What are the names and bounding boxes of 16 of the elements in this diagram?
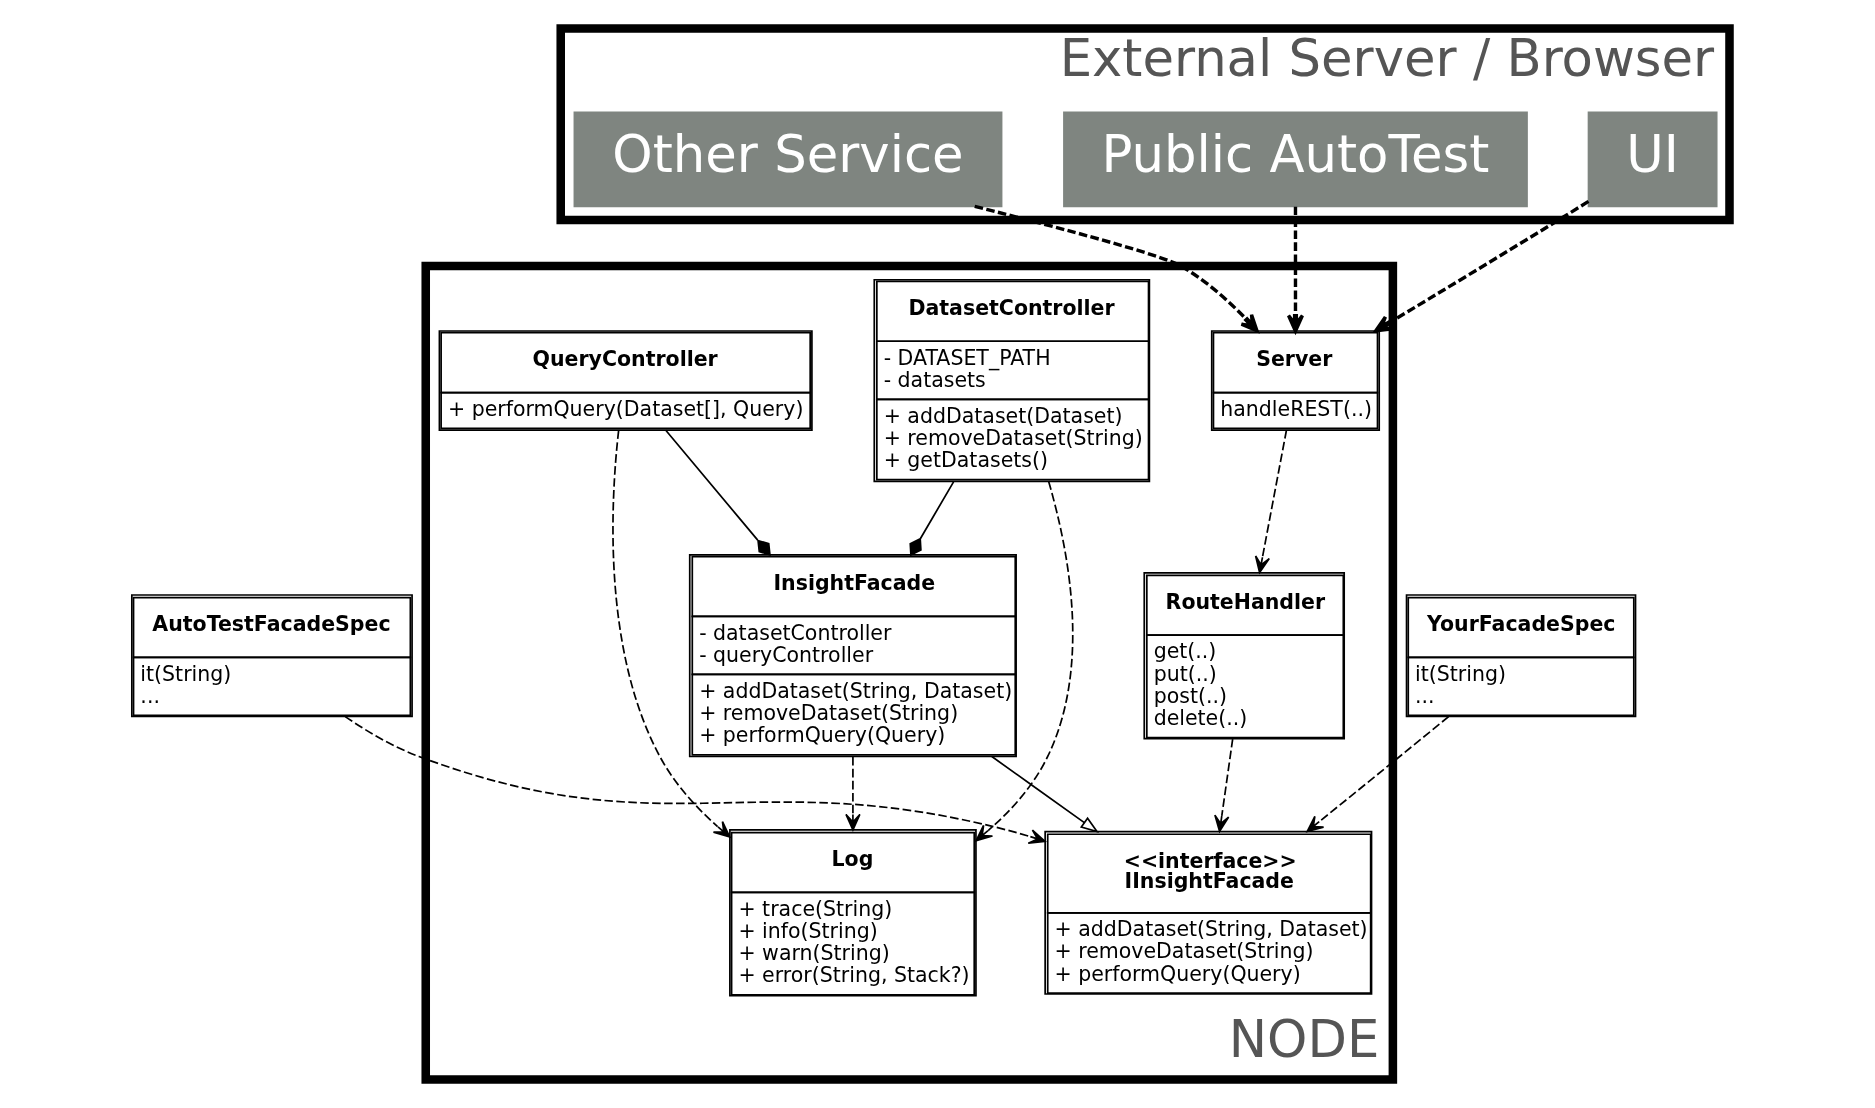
- arrow: [1286, 206, 1305, 333]
- node-box: UI: [1587, 111, 1718, 208]
- arrow: [1306, 715, 1450, 833]
- node-box: Public AutoTest: [1063, 111, 1528, 208]
- arrow: [991, 755, 1100, 834]
- connector: [909, 481, 955, 557]
- arrow: [1214, 738, 1234, 833]
- arrow: [1254, 429, 1288, 574]
- arrow: [1374, 199, 1590, 333]
- arrow: [344, 715, 1046, 845]
- arrow: [975, 481, 1074, 842]
- node-box: Other Service: [573, 111, 1003, 208]
- arrow: [845, 756, 861, 831]
- connector: [664, 429, 771, 556]
- arrow: [612, 429, 731, 838]
- arrow: [974, 204, 1259, 333]
